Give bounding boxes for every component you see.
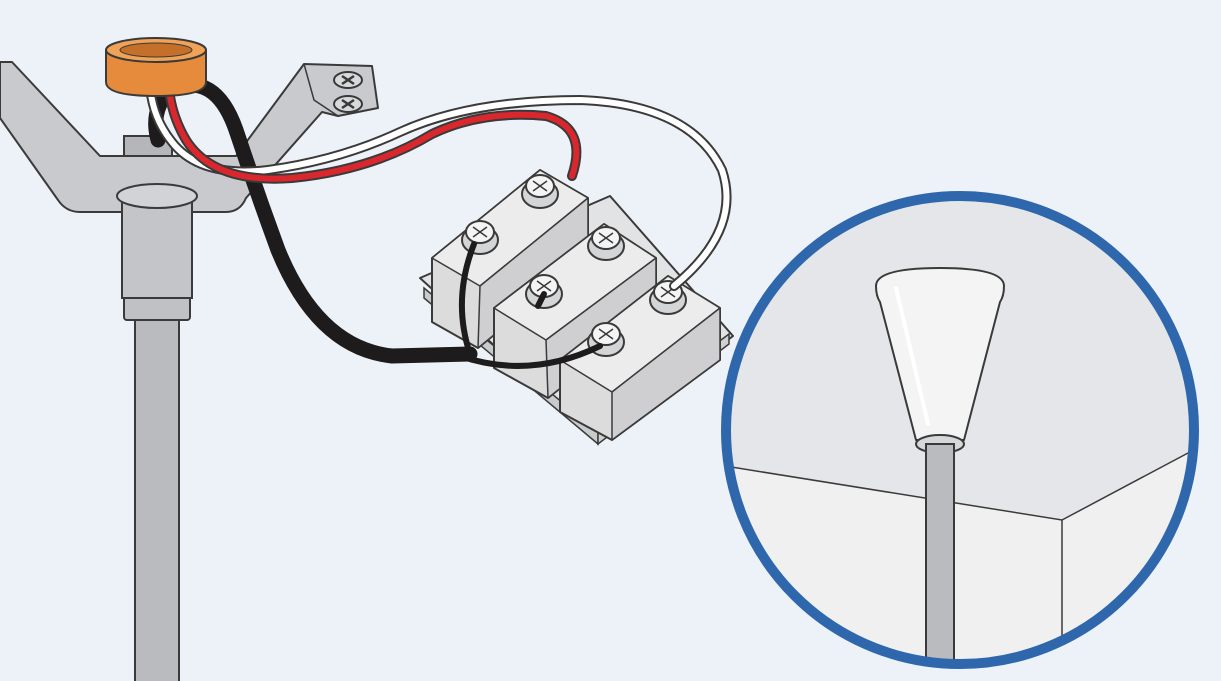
terminal-screw-icon — [587, 226, 625, 261]
terminal-block — [419, 169, 734, 446]
bracket-screw-icon — [333, 71, 363, 89]
terminal-screw-icon — [461, 220, 499, 255]
wire-red — [163, 67, 582, 184]
wire-white — [144, 67, 732, 291]
terminal-screw-icon — [521, 174, 559, 209]
wire-connector — [105, 37, 207, 98]
detail-ring — [721, 191, 1199, 669]
bracket-screw-icon — [333, 95, 363, 113]
detail-view — [721, 191, 1199, 669]
detail-rod — [925, 443, 955, 664]
terminal-screw-icon — [649, 280, 687, 315]
support-rod — [116, 135, 198, 681]
mounting-bracket — [0, 61, 379, 213]
